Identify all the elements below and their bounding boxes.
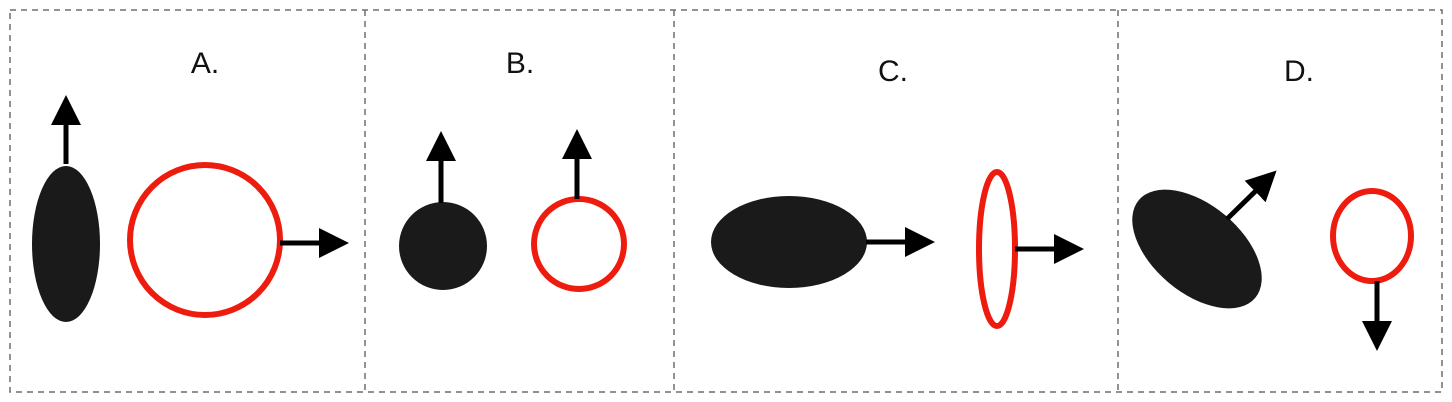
panel-a-label: A. <box>191 47 219 80</box>
panel-b-filled-circle <box>399 202 487 290</box>
panel-b: B. <box>399 47 627 292</box>
panel-d-label: D. <box>1284 55 1314 88</box>
panel-a: A. <box>32 47 349 322</box>
panel-b-red-circle <box>531 196 627 292</box>
panel-d-red-ellipse <box>1330 188 1414 284</box>
panel-d-diagonal-arrow <box>1225 170 1277 221</box>
panel-borders <box>9 9 1443 393</box>
outer-border <box>9 9 1443 393</box>
panel-b-label: B. <box>506 47 534 80</box>
panel-a-filled-ellipse <box>32 166 100 322</box>
panel-c-label: C. <box>878 55 908 88</box>
panel-c-filled-ellipse <box>711 196 867 288</box>
panel-d: D. <box>1132 55 1414 351</box>
panel-c: C. <box>711 55 1084 329</box>
panel-a-red-circle <box>127 162 283 318</box>
panel-c-red-ellipse <box>976 169 1018 329</box>
